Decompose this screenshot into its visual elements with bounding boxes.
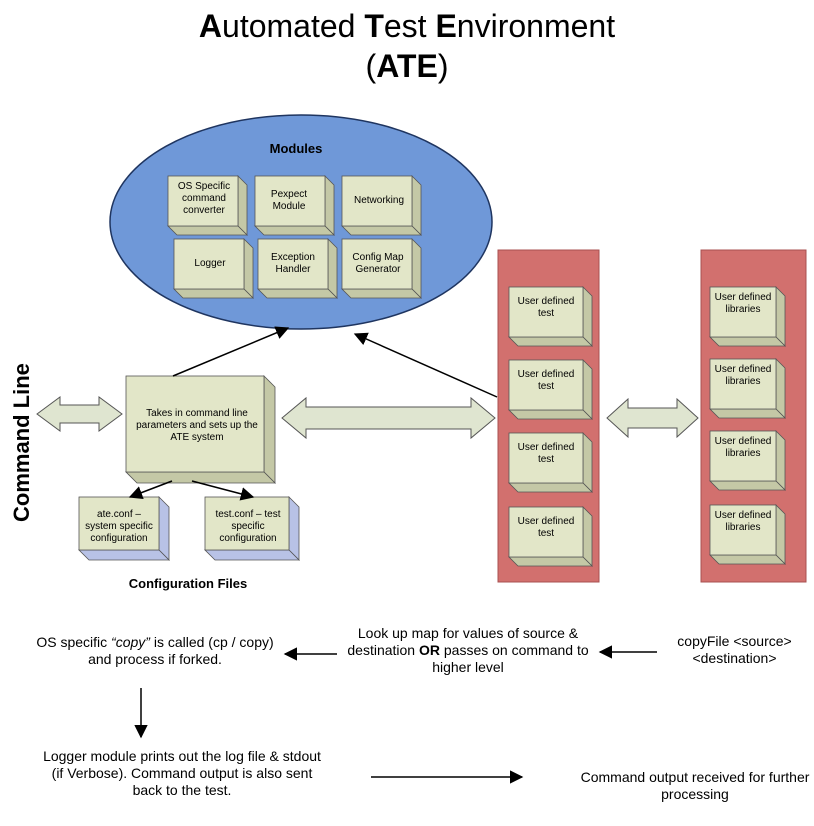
- module-logger: Logger: [194, 258, 226, 269]
- user-library-label-4: User defined libraries: [714, 510, 772, 533]
- user-library-label-3: User defined libraries: [714, 436, 772, 459]
- user-test-box-1: [508, 286, 593, 347]
- logger-text: Logger module prints out the log file & …: [43, 748, 321, 798]
- command-output-text: Command output received for further proc…: [580, 769, 810, 802]
- copyfile-text: copyFile <source> <destination>: [677, 633, 792, 666]
- user-library-box-3: [709, 430, 786, 491]
- core-to-test-conf-arrow: [191, 480, 255, 501]
- user-library-box-2: [709, 358, 786, 419]
- module-networking: Networking: [353, 195, 405, 206]
- command-line-label: Command Line: [9, 363, 34, 522]
- title1-part-1: utomated: [222, 8, 365, 44]
- title2-part-2: ): [437, 48, 449, 84]
- lookup-text-pre: Look up map for values of source & desti…: [347, 625, 579, 658]
- user-library-box-1: [709, 286, 786, 347]
- os-copy-text-post: is called (cp / copy) and process if for…: [88, 634, 274, 667]
- module-config-map-generator: Config Map Generator: [352, 252, 404, 275]
- module-box-pexpect: [254, 175, 335, 236]
- user-library-box-4: [709, 504, 786, 565]
- module-pexpect: Pexpect Module: [270, 189, 308, 212]
- core-to-modules-arrow: [172, 326, 290, 377]
- user-test-label-4: User defined test: [517, 516, 575, 539]
- lookup-text-post: passes on command to higher level: [432, 642, 589, 675]
- module-box-logger: [173, 238, 254, 299]
- title-line-2: (ATE): [0, 46, 814, 86]
- core-label: Takes in command line parameters and set…: [136, 408, 258, 443]
- module-box-networking: [341, 175, 422, 236]
- user-test-box-3: [508, 432, 593, 493]
- command-line-double-arrow: [36, 396, 123, 432]
- core-tests-double-arrow: [281, 396, 496, 440]
- user-test-box-2: [508, 359, 593, 420]
- modules-heading: Modules: [269, 141, 323, 156]
- title-line-1: Automated Test Environment: [0, 6, 814, 46]
- config-box-ate-conf: [78, 496, 170, 561]
- user-test-box-4: [508, 506, 593, 567]
- title2-part-0: (: [365, 48, 377, 84]
- tests-to-modules-arrow: [353, 332, 498, 398]
- config-box-test-conf: [204, 496, 300, 561]
- user-library-label-2: User defined libraries: [714, 364, 772, 387]
- ate-conf-label: ate.conf – system specific configuration: [85, 509, 153, 544]
- configuration-files-heading: Configuration Files: [128, 576, 248, 591]
- title1-part-0: A: [198, 8, 223, 44]
- module-exception-handler: Exception Handler: [271, 252, 315, 275]
- title1-part-5: nvironment: [456, 8, 616, 44]
- test-conf-label: test.conf – test specific configuration: [215, 509, 281, 544]
- core-to-ate-conf-arrow: [128, 480, 173, 499]
- lookup-text: Look up map for values of source & desti…: [338, 625, 598, 676]
- title1-part-4: E: [435, 8, 457, 44]
- user-test-label-2: User defined test: [517, 369, 575, 392]
- lookup-text-or: OR: [418, 642, 440, 658]
- module-box-exception-handler: [257, 238, 338, 299]
- user-library-label-1: User defined libraries: [714, 292, 772, 315]
- module-box-config-map: [341, 238, 422, 299]
- core-box: [125, 375, 276, 484]
- title1-part-3: est: [383, 8, 436, 44]
- module-os-specific-command-converter: OS Specific command converter: [177, 181, 231, 216]
- module-box-os-converter: [167, 175, 248, 236]
- os-copy-text-italic: “copy”: [111, 634, 150, 650]
- title2-part-1: ATE: [376, 48, 438, 84]
- os-copy-text-pre: OS specific: [36, 634, 112, 650]
- os-copy-text: OS specific “copy” is called (cp / copy)…: [30, 634, 280, 668]
- user-test-label-1: User defined test: [517, 296, 575, 319]
- title1-part-2: T: [364, 8, 384, 44]
- user-test-label-3: User defined test: [517, 442, 575, 465]
- tests-libraries-double-arrow: [606, 397, 699, 439]
